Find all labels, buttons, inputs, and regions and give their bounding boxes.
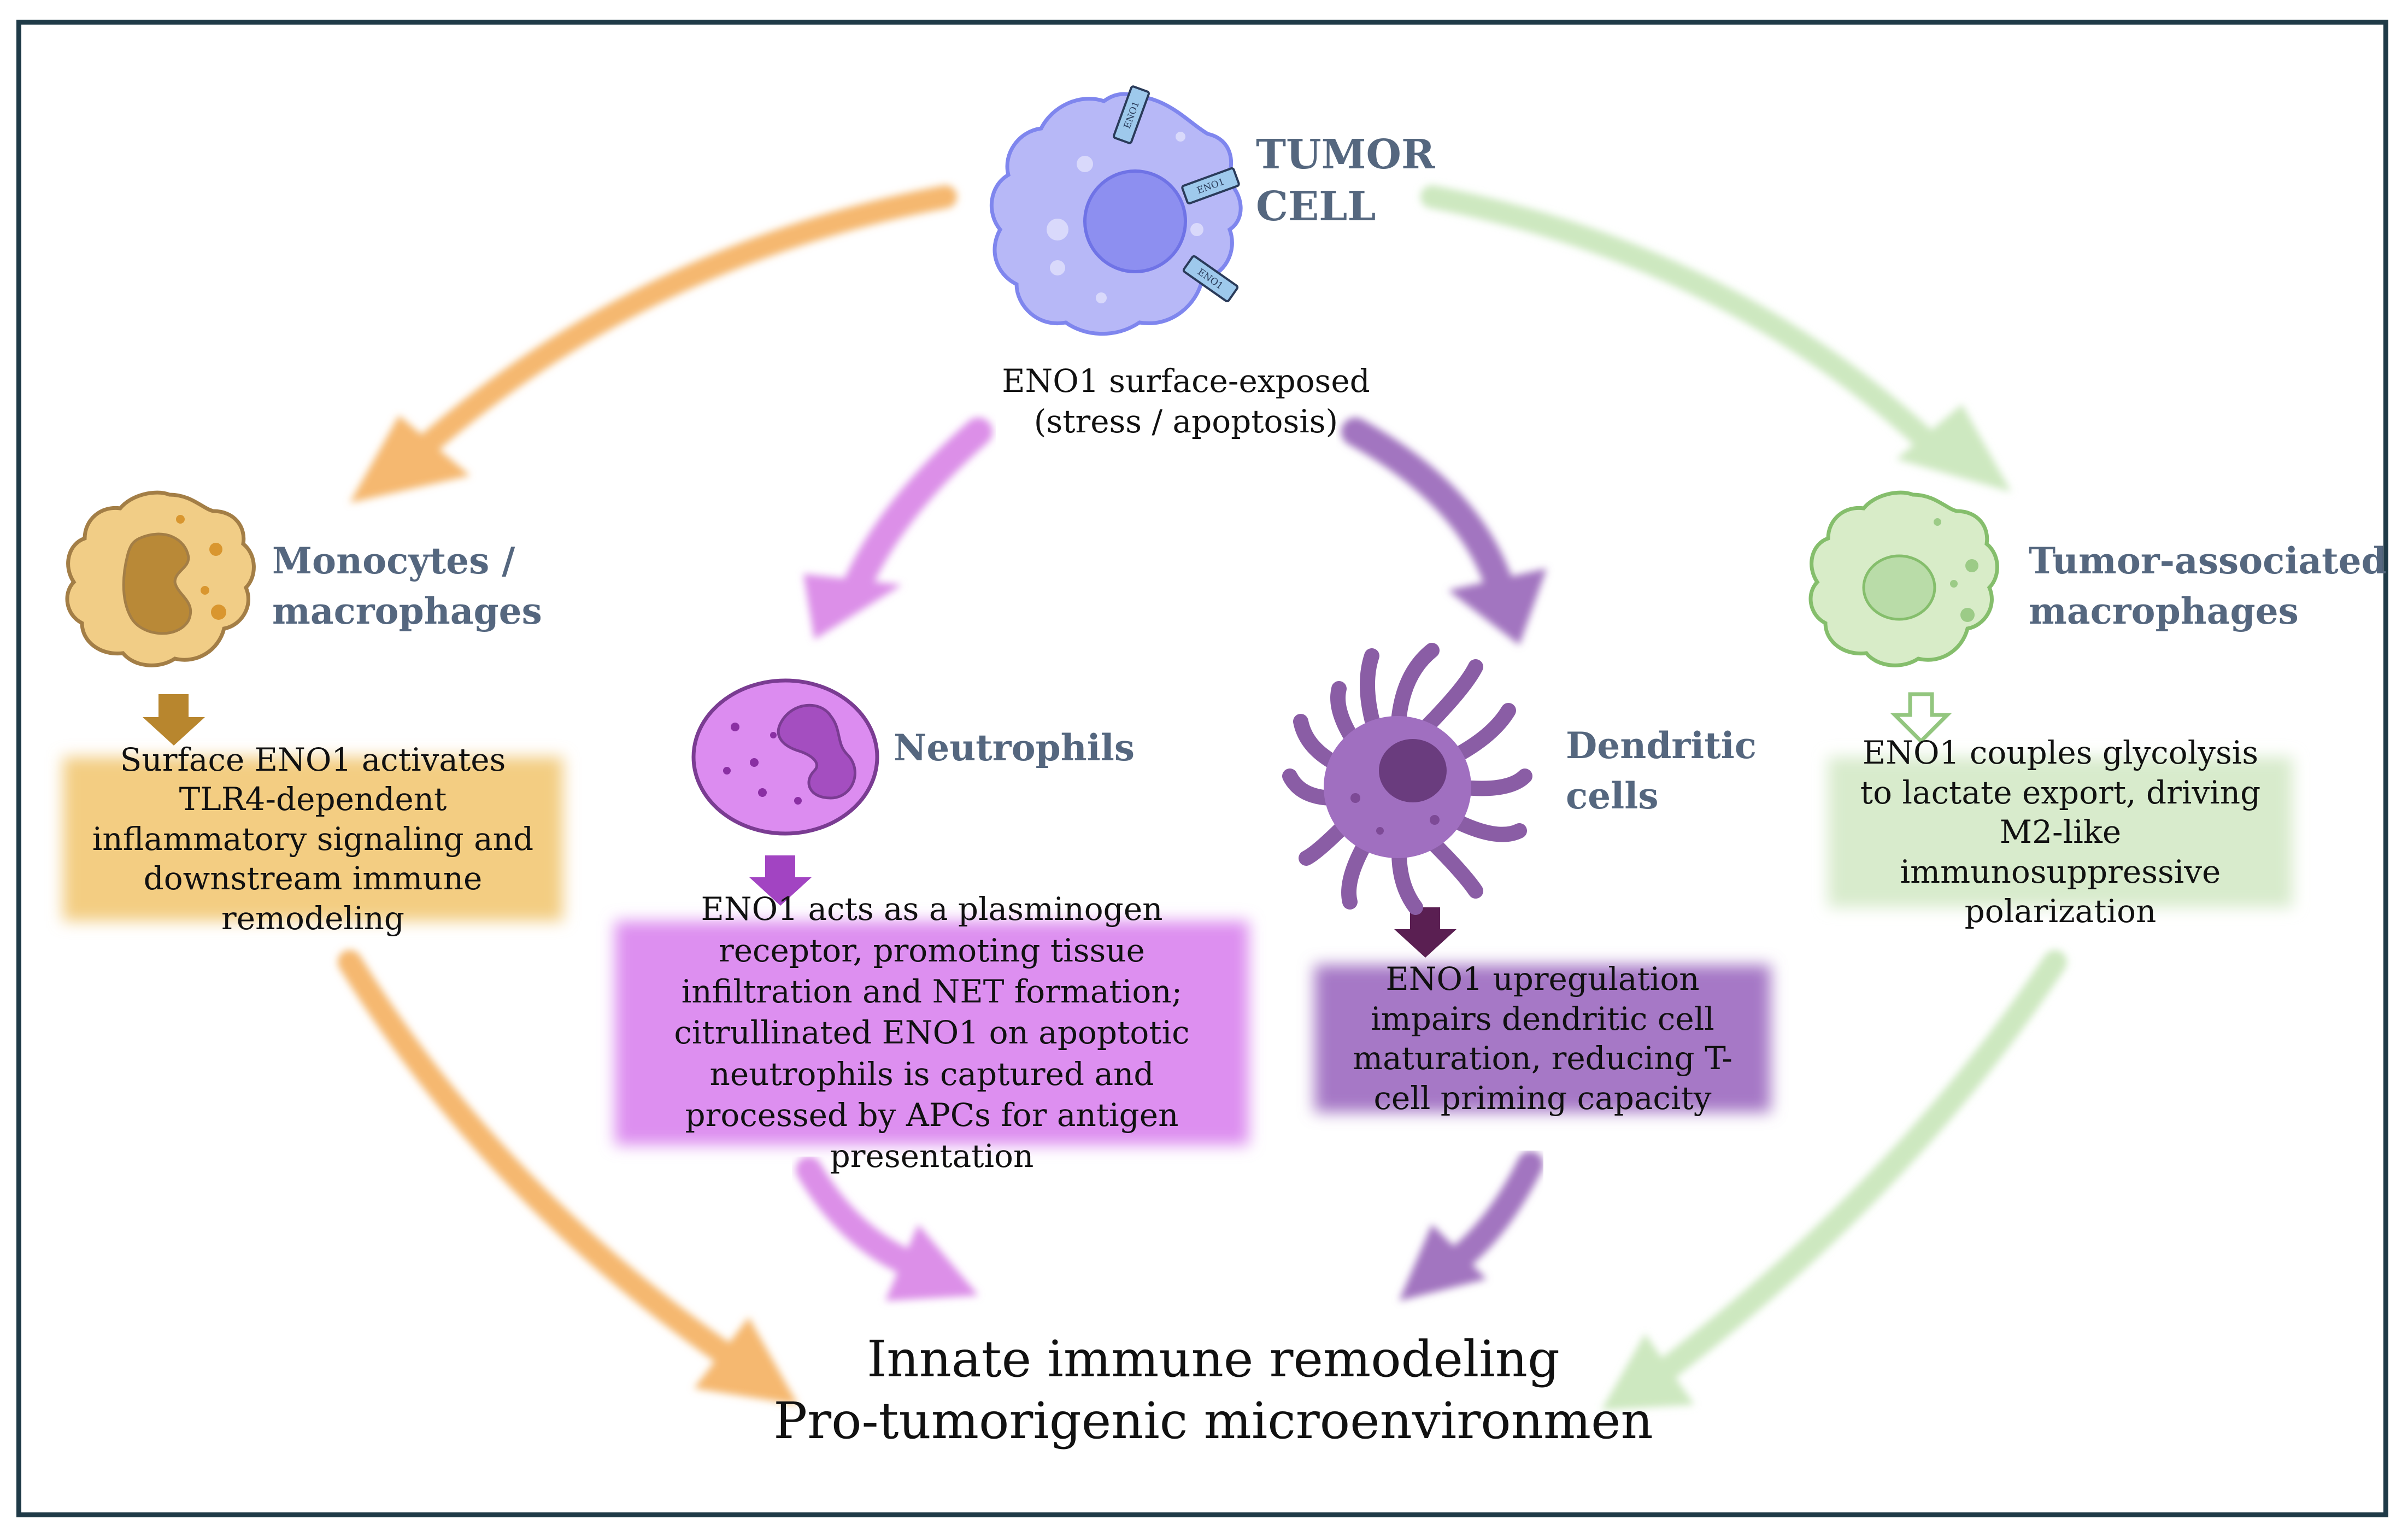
arrow-tumor-to-tam: [1420, 185, 2011, 492]
down-arrow-neutrophils: [749, 855, 812, 906]
arrow-monocytes-to-outcome: [338, 950, 798, 1405]
monocytes-title: Monocytes / macrophages: [272, 536, 542, 637]
dendritic-cell-nucleus: [1379, 739, 1447, 802]
dendritic-title-line2: cells: [1566, 775, 1659, 818]
tam-text: ENO1 couples glycolysis to lactate expor…: [1860, 734, 2261, 930]
neutrophil-illustration: [691, 678, 879, 836]
dendritic-description: ENO1 upregulation impairs dendritic cell…: [1314, 960, 1771, 1117]
dendritic-box-bg: [1314, 965, 1771, 1112]
monocytes-box-bg: [63, 757, 563, 921]
arrow-tumor-to-dendritic: [1341, 418, 1547, 645]
tam-title: Tumor-associated macrophages: [2029, 536, 2387, 637]
tam-title-line1: Tumor-associated: [2029, 539, 2387, 582]
tumor-caption: ENO1 surface-exposed (stress / apoptosis…: [929, 361, 1443, 442]
arrow-dendritic-to-outcome: [1399, 1151, 1543, 1301]
outcome-line2: Pro-tumorigenic microenvironmen: [773, 1392, 1653, 1451]
neutrophils-title: Neutrophils: [894, 726, 1135, 770]
monocytes-title-line2: macrophages: [272, 590, 542, 633]
tumor-caption-line1: ENO1 surface-exposed: [1002, 362, 1370, 400]
neutrophils-box-bg: [615, 921, 1249, 1145]
arrow-tumor-to-neutrophils: [803, 418, 992, 640]
dendritic-title-line1: Dendritic: [1566, 724, 1757, 767]
tam-illustration: [1808, 490, 1999, 667]
arrow-tam-to-outcome: [1601, 950, 2067, 1410]
monocytes-text: Surface ENO1 activates TLR4-dependent in…: [92, 741, 534, 937]
eno1-receptor-icon: [1182, 255, 1239, 303]
tumor-title-line2: CELL: [1256, 183, 1376, 230]
monocytes-description: Surface ENO1 activates TLR4-dependent in…: [63, 741, 563, 937]
tam-box-bg: [1828, 757, 2293, 907]
tumor-caption-line2: (stress / apoptosis): [1033, 403, 1338, 441]
monocyte-illustration: [65, 490, 256, 667]
down-arrow-dendritic: [1394, 907, 1456, 958]
tam-description: ENO1 couples glycolysis to lactate expor…: [1828, 734, 2293, 930]
neutrophils-description: ENO1 acts as a plasminogen receptor, pro…: [615, 890, 1249, 1175]
neutrophils-text: ENO1 acts as a plasminogen receptor, pro…: [674, 890, 1190, 1175]
eno1-receptor-icon: [1181, 167, 1240, 204]
outcome-text: Innate immune remodeling Pro-tumorigenic…: [601, 1328, 1825, 1452]
arrow-neutrophils-to-outcome: [796, 1157, 978, 1301]
dendritic-text: ENO1 upregulation impairs dendritic cell…: [1353, 960, 1732, 1117]
outcome-line1: Innate immune remodeling: [867, 1330, 1560, 1388]
tam-title-line2: macrophages: [2029, 590, 2299, 633]
monocytes-title-line1: Monocytes /: [272, 539, 515, 582]
eno1-receptor-icon: [1113, 85, 1150, 144]
tumor-title-line1: TUMOR: [1256, 131, 1435, 178]
neutrophils-title-text: Neutrophils: [894, 726, 1135, 769]
arrow-tumor-to-monocytes: [350, 185, 957, 503]
tumor-cell-title: TUMOR CELL: [1256, 129, 1435, 232]
tumor-cell-illustration: ENO1 ENO1 ENO1: [989, 85, 1243, 336]
down-arrow-tam: [1890, 692, 1952, 744]
down-arrow-monocytes: [143, 694, 205, 746]
dendritic-title: Dendritic cells: [1566, 720, 1757, 822]
